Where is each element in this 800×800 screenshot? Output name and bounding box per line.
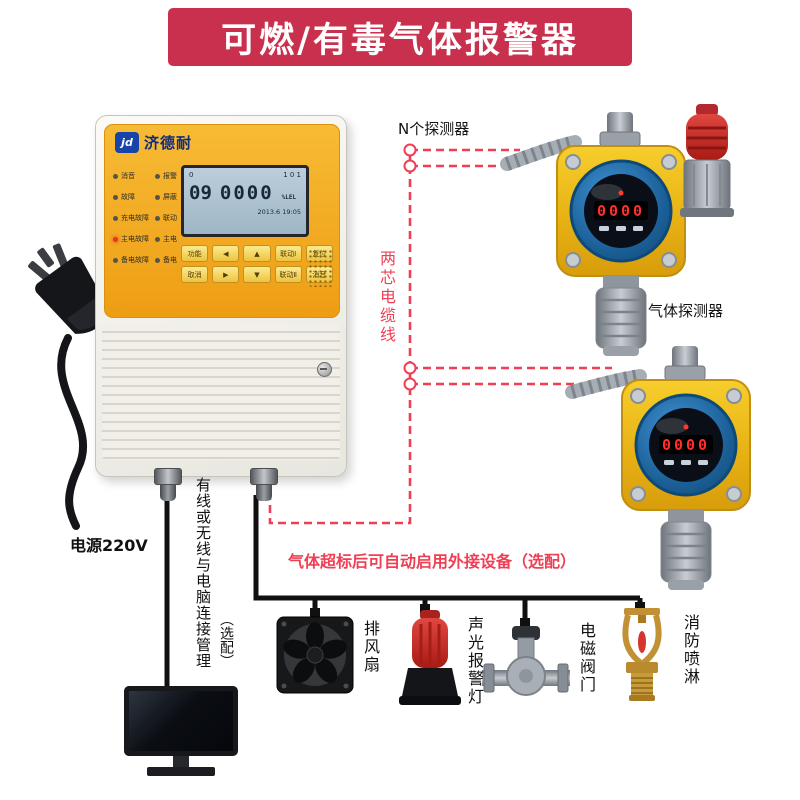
pc-link-label: 有线或无线与电脑连接管理	[194, 477, 212, 669]
detector-readout: 0000	[662, 436, 710, 454]
power-label: 电源220V	[70, 536, 148, 555]
panel-button: 功能	[181, 245, 209, 262]
panel-button: 联动Ⅱ	[274, 266, 302, 283]
indicator: 备电故障	[113, 255, 155, 265]
gas-detector-label: 气体探测器	[648, 302, 724, 320]
indicator-led	[113, 257, 118, 263]
indicator: 消音	[113, 171, 155, 181]
indicator-led	[155, 236, 160, 242]
plug-body	[28, 243, 110, 334]
indicator-led	[113, 215, 118, 221]
indicator-panel: 消音 报警 故障 屏蔽 充电故障 联动 主电故障 主电 备电故障 备电	[113, 171, 181, 265]
alarm-beacon-illustration	[680, 104, 734, 217]
lcd-row1-right: 1 0 1	[283, 171, 301, 179]
indicator-led	[155, 194, 160, 200]
lcd-value: 0000	[219, 182, 274, 204]
lcd-display: 0 1 0 1 09 0000 %LEL 2013.6 19:05	[181, 165, 309, 237]
detector-count-label: N个探测器	[398, 120, 470, 138]
exhaust-fan-illustration	[276, 616, 354, 694]
indicator-label: 消音	[121, 172, 135, 180]
indicator-led	[155, 215, 160, 221]
sprinkler-bulb	[638, 631, 646, 653]
indicator-label: 主电故障	[121, 235, 149, 243]
power-cord	[57, 334, 88, 530]
speaker-grille	[308, 249, 334, 287]
computer-monitor	[124, 686, 238, 776]
indicator-label: 联动	[163, 214, 177, 222]
panel-button: ▶	[212, 266, 240, 283]
monitor-stand	[173, 756, 189, 767]
indicator: 故障	[113, 192, 155, 202]
corner-bolts	[565, 154, 677, 268]
indicator: 报警	[155, 171, 181, 181]
lcd-status: 2013.6 19:05	[257, 208, 301, 216]
indicator: 主电	[155, 234, 181, 244]
indicator-label: 报警	[163, 172, 177, 180]
indicator-label: 屏蔽	[163, 193, 177, 201]
sprinkler-label: 消防喷淋	[681, 614, 700, 686]
gas-detector-2: 0000	[565, 346, 751, 590]
indicator: 屏蔽	[155, 192, 181, 202]
indicator-label: 主电	[163, 235, 177, 243]
indicator: 充电故障	[113, 213, 155, 223]
junction-circles	[403, 143, 417, 391]
red-signal-cable-lines	[268, 148, 612, 525]
valve-label: 电磁阀门	[577, 622, 596, 694]
indicator: 联动	[155, 213, 181, 223]
fire-sprinkler-illustration	[622, 608, 662, 701]
screw-icon	[317, 362, 332, 377]
alarm-control-panel: jd 济德耐 0 1 0 1 09 0000 %LEL 2013.6 19:05…	[95, 115, 347, 501]
cable-gland-left	[154, 468, 182, 501]
gas-detector-1: 0000	[500, 112, 686, 356]
indicator-led	[113, 194, 118, 200]
external-devices-note: 气体超标后可自动启用外接设备（选配）	[288, 552, 577, 571]
panel-button: 取消	[181, 266, 209, 283]
panel-button: 联动Ⅰ	[274, 245, 302, 262]
indicator-led	[155, 173, 160, 179]
brand-logo-icon: jd	[115, 132, 139, 153]
indicator: 主电故障	[113, 234, 155, 244]
title-banner: 可燃/有毒气体报警器	[168, 8, 632, 66]
solenoid-valve-illustration	[482, 626, 570, 696]
panel-button: ◀	[212, 245, 240, 262]
monitor-screen	[124, 686, 238, 756]
cable-terminals	[310, 602, 645, 628]
valve-coil	[512, 626, 540, 640]
sound-light-alarm-illustration	[399, 610, 461, 705]
detector-buttons	[664, 460, 708, 465]
indicator-led	[113, 173, 118, 179]
brand-logo: jd 济德耐	[115, 132, 192, 153]
corner-bolts	[630, 388, 742, 502]
pc-link-optional-label: （选配）	[218, 612, 234, 668]
cable-label: 两芯电缆线	[377, 250, 396, 345]
cable-gland-right	[250, 468, 278, 501]
brand-name: 济德耐	[144, 134, 193, 152]
alarm-lamp-label: 声光报警灯	[465, 616, 484, 706]
indicator-label: 故障	[121, 193, 135, 201]
sensor-head	[660, 521, 712, 583]
indicator: 备电	[155, 255, 181, 265]
monitor-base	[147, 767, 215, 776]
sprinkler-deflector	[624, 608, 660, 615]
lcd-row1-left: 0	[189, 171, 194, 179]
control-panel-face: jd 济德耐 0 1 0 1 09 0000 %LEL 2013.6 19:05…	[104, 124, 340, 318]
fan-blades	[283, 622, 347, 683]
detector-buttons	[599, 226, 643, 231]
lcd-unit: %LEL	[281, 194, 297, 201]
panel-button: ▲	[243, 245, 271, 262]
indicator-led	[113, 236, 118, 242]
detector-readout: 0000	[597, 202, 645, 220]
panel-button: ▼	[243, 266, 271, 283]
page-title: 可燃/有毒气体报警器	[221, 20, 579, 61]
lcd-channel: 09	[189, 182, 212, 204]
power-plug-illustration	[28, 243, 110, 530]
fan-label: 排风扇	[361, 620, 380, 674]
indicator-label: 备电	[163, 256, 177, 264]
enclosure-ridges	[102, 324, 340, 460]
lamp-base	[402, 668, 458, 696]
indicator-label: 充电故障	[121, 214, 149, 222]
indicator-label: 备电故障	[121, 256, 149, 264]
indicator-led	[155, 257, 160, 263]
